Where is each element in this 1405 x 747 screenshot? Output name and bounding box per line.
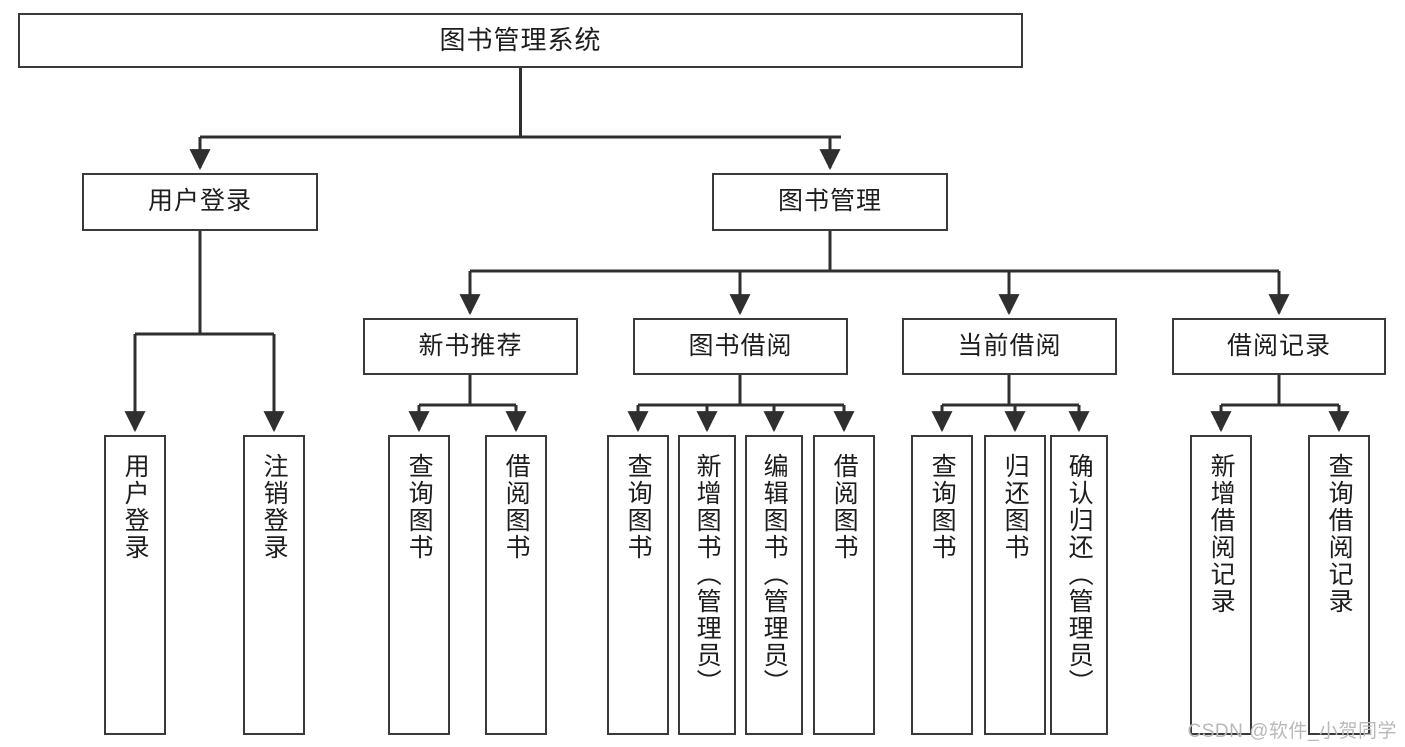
node-leaf-query-record[interactable]: 查询借阅记录 bbox=[1308, 435, 1370, 735]
node-leaf-add-book[interactable]: 新增图书（管理员） bbox=[678, 435, 736, 735]
node-leaf-query-book-2[interactable]: 查询图书 bbox=[607, 435, 669, 735]
node-leaf-add-record[interactable]: 新增借阅记录 bbox=[1190, 435, 1252, 735]
node-book-borrow[interactable]: 图书借阅 bbox=[633, 318, 848, 375]
node-root[interactable]: 图书管理系统 bbox=[18, 13, 1023, 68]
node-leaf-add-record-label: 新增借阅记录 bbox=[1207, 453, 1236, 615]
node-leaf-borrow-book-1[interactable]: 借阅图书 bbox=[485, 435, 547, 735]
node-leaf-query-book-2-label: 查询图书 bbox=[624, 453, 653, 561]
node-book-manage-label: 图书管理 bbox=[777, 187, 882, 216]
node-leaf-borrow-book-1-label: 借阅图书 bbox=[502, 453, 531, 561]
node-leaf-user-login-label: 用户登录 bbox=[121, 453, 150, 561]
node-leaf-confirm-return[interactable]: 确认归还（管理员） bbox=[1050, 435, 1108, 735]
node-leaf-edit-book-label: 编辑图书（管理员） bbox=[760, 453, 789, 696]
node-root-label: 图书管理系统 bbox=[439, 25, 602, 56]
node-leaf-query-book-3-label: 查询图书 bbox=[928, 453, 957, 561]
node-new-book-rec[interactable]: 新书推荐 bbox=[363, 318, 578, 375]
node-current-borrow-label: 当前借阅 bbox=[957, 331, 1062, 360]
node-user-login-label: 用户登录 bbox=[147, 187, 252, 216]
node-new-book-rec-label: 新书推荐 bbox=[418, 331, 523, 360]
node-leaf-add-book-label: 新增图书（管理员） bbox=[693, 453, 722, 696]
node-leaf-user-logout-label: 注销登录 bbox=[260, 453, 289, 561]
node-leaf-query-book-1[interactable]: 查询图书 bbox=[388, 435, 450, 735]
node-leaf-query-book-1-label: 查询图书 bbox=[405, 453, 434, 561]
node-leaf-confirm-return-label: 确认归还（管理员） bbox=[1065, 453, 1094, 696]
node-leaf-edit-book[interactable]: 编辑图书（管理员） bbox=[745, 435, 803, 735]
node-book-manage[interactable]: 图书管理 bbox=[712, 173, 948, 231]
node-book-borrow-label: 图书借阅 bbox=[688, 331, 793, 360]
node-leaf-borrow-book-2-label: 借阅图书 bbox=[830, 453, 859, 561]
csdn-watermark: CSDN @软件_小贺同学 bbox=[1187, 721, 1397, 742]
node-leaf-query-book-3[interactable]: 查询图书 bbox=[911, 435, 973, 735]
node-user-login[interactable]: 用户登录 bbox=[82, 173, 318, 231]
node-leaf-user-logout[interactable]: 注销登录 bbox=[243, 435, 305, 735]
node-leaf-user-login[interactable]: 用户登录 bbox=[104, 435, 166, 735]
node-leaf-borrow-book-2[interactable]: 借阅图书 bbox=[813, 435, 875, 735]
node-leaf-query-record-label: 查询借阅记录 bbox=[1325, 453, 1354, 615]
node-current-borrow[interactable]: 当前借阅 bbox=[902, 318, 1117, 375]
node-borrow-record-label: 借阅记录 bbox=[1226, 331, 1331, 360]
node-borrow-record[interactable]: 借阅记录 bbox=[1172, 318, 1386, 375]
node-leaf-return-book-label: 归还图书 bbox=[1001, 453, 1030, 561]
node-leaf-return-book[interactable]: 归还图书 bbox=[984, 435, 1046, 735]
